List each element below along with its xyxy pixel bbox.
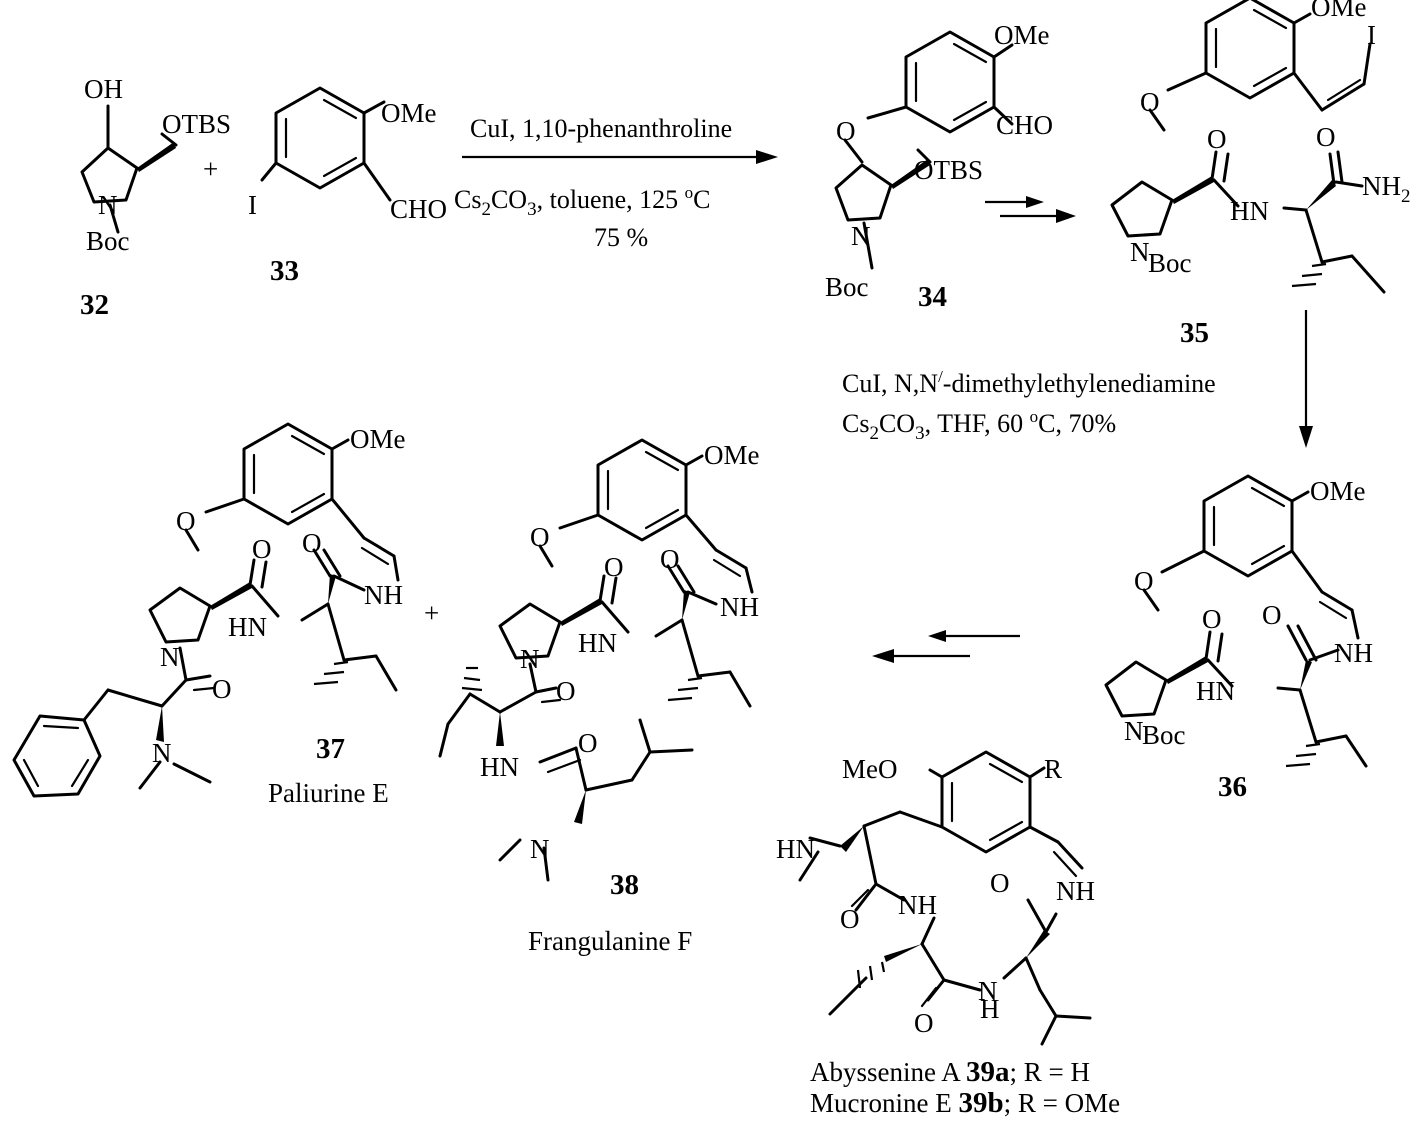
ether-oxygen-label: O bbox=[1140, 87, 1160, 117]
methoxy-label: OMe bbox=[994, 20, 1050, 50]
plus-sign-1: + bbox=[203, 154, 218, 184]
conditions-step-1-line-3: 75 % bbox=[594, 223, 648, 252]
carbonyl-oxygen-label: O bbox=[604, 552, 624, 582]
conditions-step-2-line-2: Cs2CO3, THF, 60 oC, 70% bbox=[842, 407, 1116, 444]
amide-nh-label: HN bbox=[1230, 196, 1269, 226]
carbonyl-oxygen-1-label: O bbox=[840, 904, 860, 934]
ether-oxygen-label: O bbox=[176, 506, 196, 536]
amide-oxygen-label: O bbox=[1262, 600, 1282, 630]
boc-label: Boc bbox=[825, 272, 869, 302]
reaction-arrow-step-1 bbox=[462, 150, 778, 164]
methoxy-label: OMe bbox=[1311, 0, 1367, 22]
compound-number-35: 35 bbox=[1180, 317, 1209, 349]
amide-oxygen-label: O bbox=[302, 528, 322, 558]
r-group-label: R bbox=[1044, 754, 1062, 784]
carbonyl-oxygen-label: O bbox=[1207, 124, 1227, 154]
amide-nh-1-label: NH bbox=[898, 890, 937, 920]
nitrogen-label: N bbox=[1130, 237, 1150, 267]
compound-38: OMe O O O O O HN HN NH N N 38 Frangulani… bbox=[438, 438, 760, 956]
compound-33: OMe I CHO 33 bbox=[248, 86, 447, 287]
nitrogen-label: N bbox=[98, 190, 118, 220]
nitrogen-label: N bbox=[520, 644, 540, 674]
compound-32: OH OTBS N Boc 32 bbox=[80, 74, 231, 321]
acyl-oxygen-label: O bbox=[212, 674, 232, 704]
ether-oxygen-label: O bbox=[836, 116, 856, 146]
amide-nh-label: HN bbox=[1196, 676, 1235, 706]
compound-number-38: 38 bbox=[610, 869, 639, 901]
boc-label: Boc bbox=[86, 226, 130, 256]
amide-nh-label: HN bbox=[578, 628, 617, 658]
compound-caption-39b: Mucronine E 39b; R = OMe bbox=[810, 1087, 1120, 1119]
amide-n-label: N bbox=[978, 976, 998, 1006]
macrocycle-nh-label: NH bbox=[1334, 638, 1373, 668]
dimethylamine-label: N bbox=[530, 834, 550, 864]
carbonyl-oxygen-label: O bbox=[252, 534, 272, 564]
compound-number-33: 33 bbox=[270, 255, 299, 287]
compound-name-38: Frangulanine F bbox=[528, 926, 692, 956]
primary-amide-label: NH2 bbox=[1362, 171, 1411, 207]
compound-39: MeO R HN O NH O NH O N H Abyssenine A 39… bbox=[776, 750, 1120, 1119]
methylamino-label: HN bbox=[776, 834, 815, 864]
conditions-step-1-line-2: Cs2CO3, toluene, 125 oC bbox=[454, 183, 710, 220]
amide-oxygen-label: O bbox=[1316, 122, 1336, 152]
compound-number-34: 34 bbox=[918, 281, 947, 313]
compound-number-32: 32 bbox=[80, 289, 109, 321]
compound-35: OMe I O O O HN NH2 N Boc 35 bbox=[1110, 0, 1411, 349]
compound-37: OMe O O O O HN NH N N 37 Paliurine E bbox=[12, 422, 406, 808]
compound-number-37: 37 bbox=[316, 733, 345, 765]
compound-caption-39a: Abyssenine A 39a; R = H bbox=[810, 1056, 1090, 1088]
iodine-label: I bbox=[1367, 20, 1376, 50]
carbonyl-oxygen-3-label: O bbox=[914, 1008, 934, 1038]
amide-nh-label: HN bbox=[228, 612, 267, 642]
methoxy-label: OMe bbox=[381, 98, 437, 128]
ether-oxygen-label: O bbox=[530, 522, 550, 552]
ether-oxygen-label: O bbox=[1134, 566, 1154, 596]
compound-number-36: 36 bbox=[1218, 771, 1247, 803]
otbs-label: OTBS bbox=[162, 109, 231, 139]
boc-label: Boc bbox=[1148, 248, 1192, 278]
compound-36: OMe O O O HN NH N Boc 36 bbox=[1104, 474, 1373, 803]
methoxy-label: OMe bbox=[704, 440, 760, 470]
methoxy-label: MeO bbox=[842, 754, 898, 784]
amide-oxygen-label: O bbox=[660, 544, 680, 574]
otbs-label: OTBS bbox=[914, 155, 983, 185]
acyl-oxygen-label: O bbox=[556, 676, 576, 706]
aldehyde-label: CHO bbox=[390, 194, 447, 224]
conditions-step-2-line-1: CuI, N,N/-dimethylethylenediamine bbox=[842, 367, 1216, 398]
macrocycle-nh-label: NH bbox=[720, 592, 759, 622]
compound-name-37: Paliurine E bbox=[268, 778, 389, 808]
methoxy-label: OMe bbox=[350, 424, 406, 454]
nitrogen-label: N bbox=[851, 221, 871, 251]
reaction-arrow-final bbox=[872, 630, 1020, 663]
leucyl-nh-label: HN bbox=[480, 752, 519, 782]
carbonyl-oxygen-2-label: O bbox=[990, 868, 1010, 898]
macrocycle-nh-label: NH bbox=[364, 580, 403, 610]
compound-34: OMe CHO O OTBS N Boc 34 bbox=[825, 20, 1053, 313]
plus-sign-2: + bbox=[424, 598, 439, 628]
conditions-step-1-line-1: CuI, 1,10-phenanthroline bbox=[470, 114, 732, 143]
aldehyde-label: CHO bbox=[996, 110, 1053, 140]
boc-label: Boc bbox=[1142, 720, 1186, 750]
hydroxyl-label: OH bbox=[84, 74, 123, 104]
iodine-label: I bbox=[248, 190, 257, 220]
methoxy-label: OMe bbox=[1310, 476, 1366, 506]
leucyl-oxygen-label: O bbox=[578, 728, 598, 758]
dimethylamine-label: N bbox=[152, 738, 172, 768]
reaction-arrow-multistep bbox=[985, 196, 1076, 223]
reaction-arrow-step-2 bbox=[1299, 310, 1313, 448]
amide-nh-2-label: NH bbox=[1056, 876, 1095, 906]
amide-h-label: H bbox=[980, 994, 1000, 1024]
nitrogen-label: N bbox=[1124, 716, 1144, 746]
carbonyl-oxygen-label: O bbox=[1202, 604, 1222, 634]
nitrogen-label: N bbox=[160, 642, 180, 672]
